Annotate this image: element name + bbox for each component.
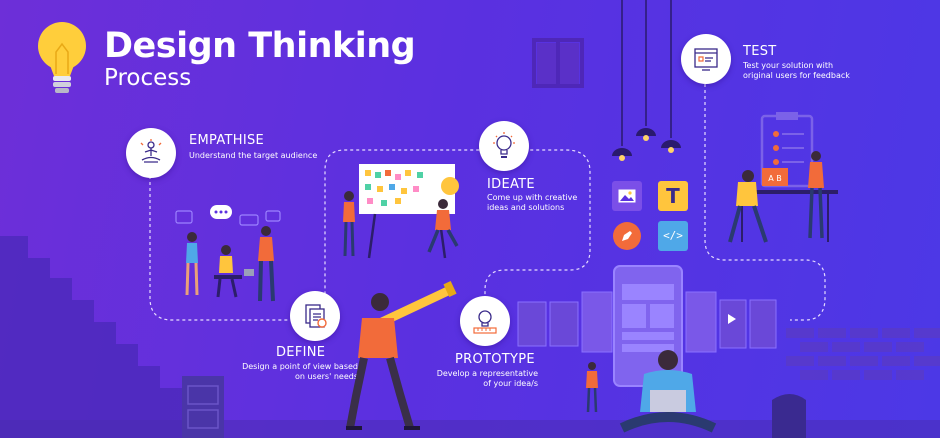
ab-test-label: A B (768, 174, 782, 183)
empathise-title: EMPATHISE (189, 133, 265, 148)
browser-checklist-icon (694, 48, 718, 71)
ideate-board-illustration (343, 164, 459, 259)
prototype-description-line-1: Develop a representative (436, 369, 538, 378)
empathise-people-illustration (175, 205, 281, 302)
lightbulb-icon (493, 132, 515, 158)
lightbulb-logo-icon (38, 22, 86, 93)
test-desk-illustration: A B (728, 112, 838, 243)
test-description-line-1: Test your solution with (743, 61, 834, 70)
empathise-step-icon (126, 128, 176, 178)
pen-tool-icon (613, 222, 641, 250)
test-title: TEST (743, 44, 777, 59)
page-title: Design Thinking (104, 26, 416, 66)
brick-wall (786, 328, 940, 380)
ideate-title: IDEATE (487, 177, 535, 192)
hanging-lamps (621, 0, 672, 146)
text-tool-icon: T (658, 181, 688, 211)
prototype-title: PROTOTYPE (455, 352, 535, 367)
test-step-icon (681, 34, 731, 84)
ideate-description: Come up with creative ideas and solution… (487, 193, 577, 213)
sticky-notes (365, 170, 423, 206)
define-description: Design a point of view based on users' n… (200, 362, 358, 382)
define-description-line-1: Design a point of view based (242, 362, 358, 371)
page-subtitle: Process (104, 65, 192, 91)
prototype-wireframes-illustration (517, 265, 777, 433)
define-telescope-illustration (346, 280, 457, 430)
window-shape (532, 38, 584, 88)
image-tool-icon (612, 181, 642, 211)
lightbulb-blueprint-icon (473, 310, 497, 334)
test-description-line-2: original users for feedback (743, 71, 850, 80)
define-step-icon (290, 291, 340, 341)
prototype-description: Develop a representative of your idea/s (420, 369, 538, 389)
empathise-description: Understand the target audience (189, 151, 318, 160)
ideate-step-icon (479, 121, 529, 171)
prototype-description-line-2: of your idea/s (483, 379, 538, 388)
meditation-icon (140, 139, 162, 163)
test-description: Test your solution with original users f… (743, 61, 850, 81)
code-tool-icon: </> (658, 221, 688, 251)
define-description-line-2: on users' needs (294, 372, 358, 381)
ideate-description-line-2: ideas and solutions (487, 203, 565, 212)
ideate-description-line-1: Come up with creative (487, 193, 578, 202)
prototype-step-icon (460, 296, 510, 346)
documents-gear-icon (305, 304, 327, 328)
define-title: DEFINE (276, 345, 326, 360)
